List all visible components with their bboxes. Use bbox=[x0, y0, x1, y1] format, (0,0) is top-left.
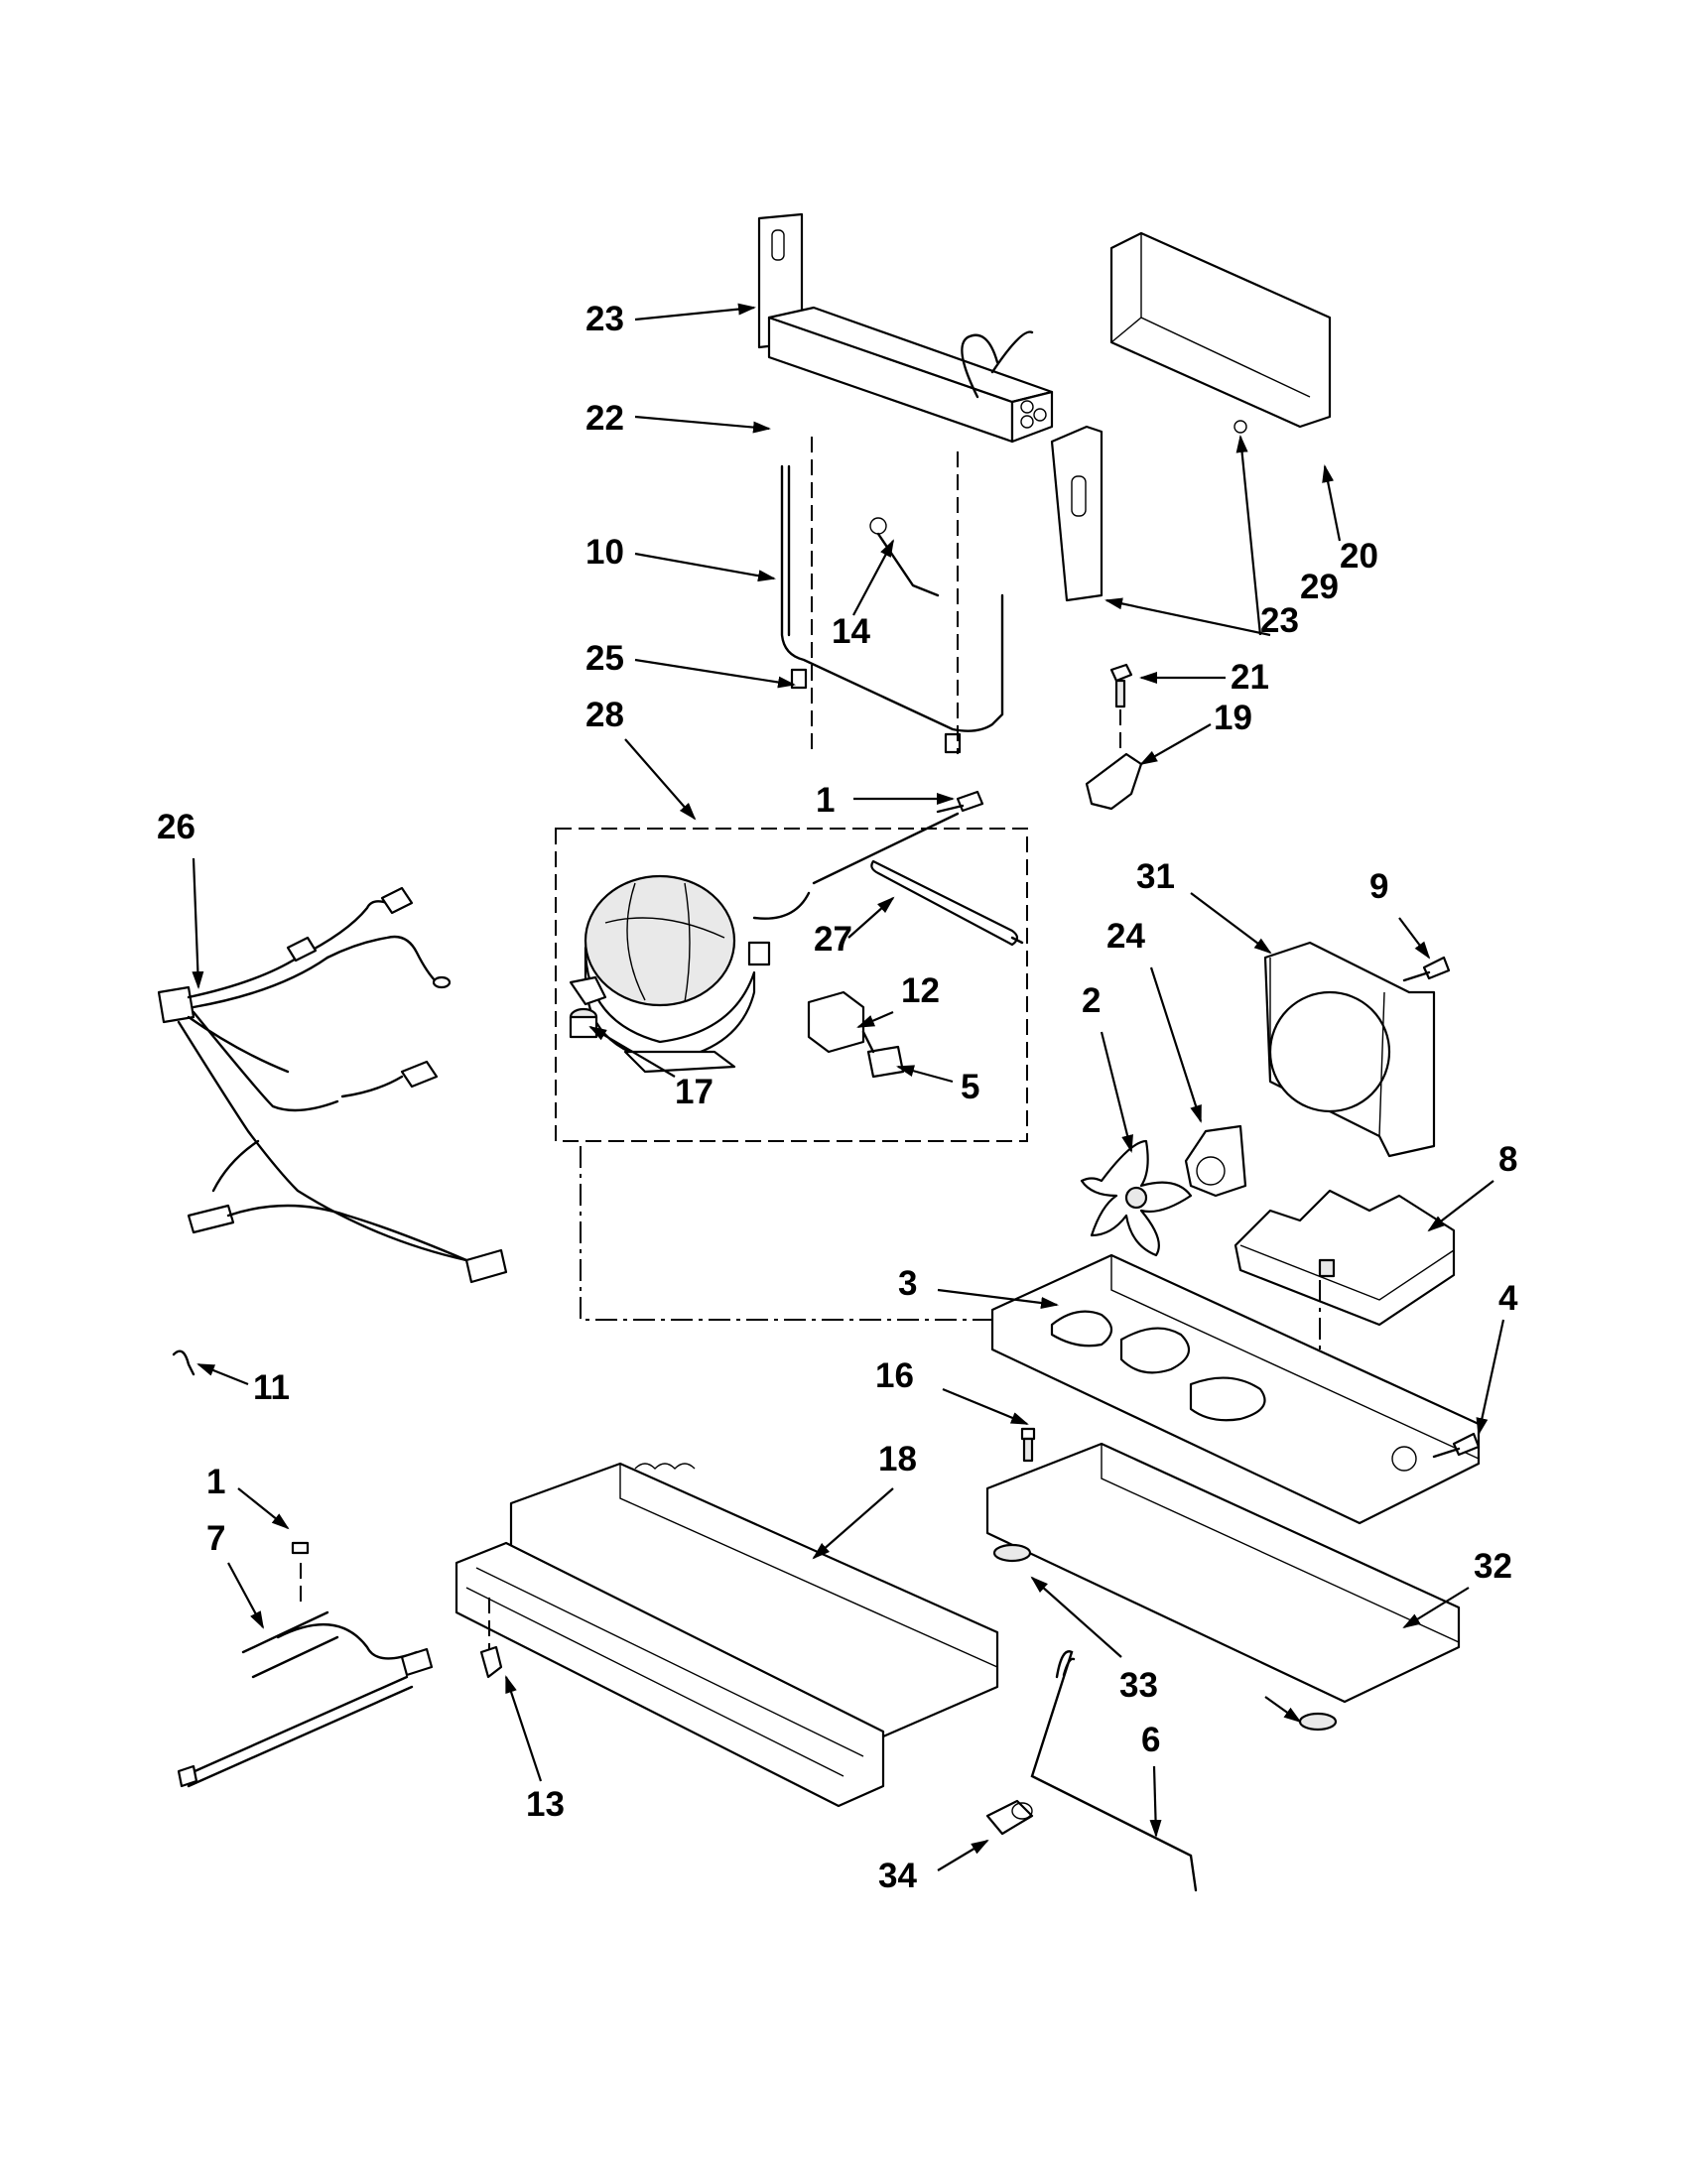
callout-11: 11 bbox=[253, 1368, 290, 1407]
callout-1b: 1 bbox=[206, 1463, 225, 1501]
callout-9: 9 bbox=[1369, 867, 1388, 906]
callout-22: 22 bbox=[585, 399, 624, 438]
callout-34: 34 bbox=[878, 1857, 917, 1895]
screw-and-bracket bbox=[1085, 663, 1143, 811]
callout-13: 13 bbox=[526, 1785, 565, 1824]
callout-19: 19 bbox=[1214, 699, 1252, 737]
leader-lines bbox=[192, 303, 1505, 1871]
callout-labels: 23 22 10 25 28 14 20 29 23 21 19 1 27 12… bbox=[157, 300, 1518, 1895]
callout-14: 14 bbox=[832, 612, 870, 651]
callout-29: 29 bbox=[1300, 568, 1339, 606]
callout-28: 28 bbox=[585, 696, 624, 734]
wire-harness bbox=[157, 886, 508, 1284]
callout-20: 20 bbox=[1340, 537, 1378, 576]
callout-12: 12 bbox=[901, 971, 940, 1010]
callout-31: 31 bbox=[1136, 857, 1175, 896]
callout-5: 5 bbox=[961, 1068, 979, 1106]
callout-26: 26 bbox=[157, 808, 195, 846]
evaporator-cover bbox=[1109, 231, 1332, 434]
callout-10: 10 bbox=[585, 533, 624, 572]
drain-pan bbox=[985, 1442, 1461, 1732]
connector-line bbox=[580, 1146, 1052, 1321]
callout-8: 8 bbox=[1498, 1140, 1517, 1179]
callout-33: 33 bbox=[1119, 1666, 1158, 1705]
callout-25: 25 bbox=[585, 639, 624, 678]
callout-2: 2 bbox=[1082, 981, 1101, 1020]
callout-32: 32 bbox=[1474, 1547, 1512, 1586]
condenser-fan bbox=[1080, 941, 1451, 1257]
callout-27: 27 bbox=[814, 920, 852, 959]
callout-4: 4 bbox=[1498, 1279, 1518, 1318]
base-plate bbox=[990, 1253, 1481, 1525]
evaporator bbox=[757, 212, 1104, 602]
callout-23a: 23 bbox=[585, 300, 624, 338]
callout-24: 24 bbox=[1106, 917, 1145, 956]
callout-7: 7 bbox=[206, 1519, 225, 1558]
compressor-group bbox=[555, 790, 1028, 1142]
drain-tube bbox=[985, 1650, 1198, 1892]
callout-3: 3 bbox=[898, 1264, 917, 1303]
callout-18: 18 bbox=[878, 1440, 917, 1478]
callout-17: 17 bbox=[675, 1073, 714, 1111]
defrost-heater bbox=[780, 437, 1004, 754]
callout-1a: 1 bbox=[816, 781, 835, 820]
callout-6: 6 bbox=[1141, 1721, 1160, 1759]
small-wire-clip bbox=[172, 1349, 195, 1376]
callout-21: 21 bbox=[1231, 658, 1269, 697]
wiring-assembly bbox=[177, 1541, 434, 1788]
condenser bbox=[454, 1462, 999, 1808]
callout-23b: 23 bbox=[1260, 601, 1299, 640]
callout-16: 16 bbox=[875, 1356, 914, 1395]
